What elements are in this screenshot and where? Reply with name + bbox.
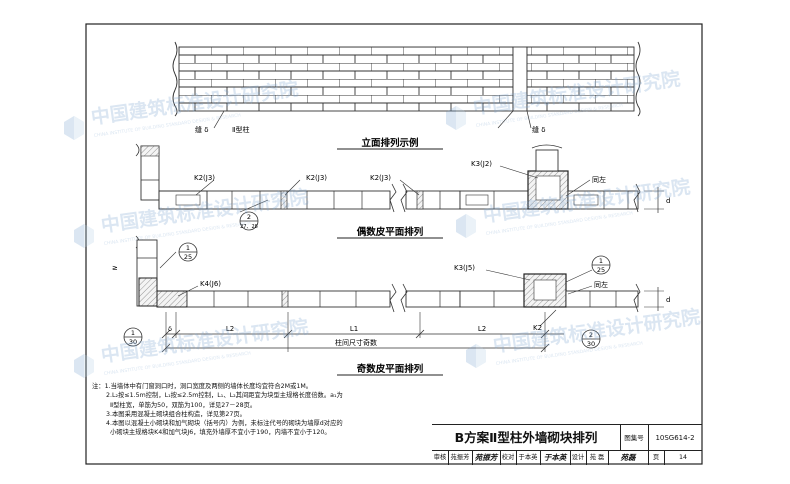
- reviewer-name: 苑振芳: [448, 451, 473, 465]
- watermark-logo: [456, 214, 476, 238]
- designer-signature: 苑磊: [608, 451, 649, 465]
- label-joint: 缝 δ: [195, 125, 209, 134]
- label-same-left-odd: 同左: [594, 280, 608, 289]
- note-line: Ⅱ型柱宽，单筋为50，双筋为100，详见27－28页。: [110, 401, 257, 409]
- sheet-border: [85, 23, 703, 465]
- callout-even-top: 2: [247, 213, 251, 221]
- callout-even-bottom: 27、28: [240, 224, 258, 230]
- callout-odd2-top: 1: [599, 257, 603, 265]
- check-label: 校对: [500, 451, 517, 465]
- label-k2-odd: K2: [533, 324, 542, 332]
- note-line: 4.本图以混凝土小砌块和加气砌块（括号内）为例，未标注代号的砌块为墙厚d对应的: [106, 420, 343, 428]
- page-number: 14: [678, 454, 687, 461]
- watermark-logo: [64, 116, 84, 140]
- label-k2-c: K2(J3): [370, 174, 391, 182]
- callout-odd4-top: 2: [589, 331, 593, 339]
- callout-odd2-bottom: 25: [597, 266, 605, 274]
- label-k4-odd: K4(J6): [200, 280, 221, 288]
- dim-l2-right: L2: [478, 325, 486, 333]
- watermark-logo: [446, 106, 466, 130]
- label-same-left-even: 同左: [592, 175, 606, 184]
- note-line: 小砌块主规格块K4和加气块J6，填充外墙厚不宜小于190，内墙不宜小于120。: [110, 429, 331, 437]
- dim-l1: L1: [350, 325, 358, 333]
- label-joint-right: 缝 δ: [532, 125, 546, 134]
- watermark-logo: [466, 344, 486, 368]
- callout-odd1-top: 1: [186, 244, 190, 252]
- dim-delta: δ: [168, 325, 172, 333]
- title-block-row-signatures: 审核 苑振芳 苑振芳 校对 于本英 于本英 设计 苑 磊 苑磊 页 14: [432, 450, 702, 465]
- watermark-logo: [74, 224, 94, 248]
- dim-column-spacing: 柱间尺寸奇数: [335, 338, 377, 347]
- note-line: 2.L₂按≤1.5m控制，L₁按≤2.5m控制，L₁、L₂其间距宜为块型主规格长…: [106, 392, 343, 400]
- dim-d-even: d: [666, 197, 670, 205]
- dim-d-odd: d: [666, 296, 670, 304]
- title-odd-course: 奇数皮平面排列: [357, 363, 424, 375]
- label-k2-b: K2(J3): [306, 174, 327, 182]
- elevation-view: [172, 41, 641, 129]
- drawing-title: B方案Ⅱ型柱外墙砌块排列: [432, 425, 621, 451]
- note-line: 3.本图采用混凝土砌块组合柱构造，详见第27页。: [106, 410, 246, 418]
- page-label: 页: [648, 451, 665, 465]
- callout-odd3-top: 1: [131, 329, 135, 337]
- review-label: 审核: [432, 451, 449, 465]
- notes-block: 注：1.当墙体中有门窗洞口时，洞口宽度及两侧的墙体长度均宜符合2M或1M。 2.…: [92, 382, 432, 438]
- odd-course-plan: [123, 235, 664, 353]
- reviewer-signature: 苑振芳: [472, 451, 501, 465]
- label-k3-odd: K3(J5): [454, 264, 475, 272]
- note-line: 注：1.当墙体中有门窗洞口时，洞口宽度及两侧的墙体长度均宜符合2M或1M。: [92, 383, 313, 390]
- title-block-row-title: B方案Ⅱ型柱外墙砌块排列 图集号 10SG614-2: [432, 424, 702, 451]
- watermark-logo: [74, 354, 94, 378]
- callout-odd4-bottom: 30: [587, 340, 595, 348]
- checker-signature: 于本英: [540, 451, 571, 465]
- label-column-type: Ⅱ型柱: [232, 125, 249, 134]
- even-course-plan: [135, 143, 664, 231]
- label-k2-a: K2(J3): [194, 174, 215, 182]
- checker-name: 于本英: [516, 451, 541, 465]
- dim-l2-left: L2: [226, 325, 234, 333]
- designer-name: 苑 磊: [586, 451, 609, 465]
- title-even-course: 偶数皮平面排列: [357, 226, 424, 238]
- break-mark-odd: ≥: [112, 264, 118, 272]
- callout-odd1-bottom: 25: [184, 253, 192, 261]
- label-k3-even: K3(J2): [471, 160, 492, 168]
- design-label: 设计: [570, 451, 587, 465]
- watermark-layer: 中国建筑标准设计研究院 CHINA INSTITUTE OF BUILDING …: [64, 67, 702, 378]
- atlas-no: 10SG614-2: [655, 434, 695, 442]
- title-elevation: 立面排列示例: [361, 137, 418, 149]
- atlas-no-label: 图集号: [620, 425, 649, 451]
- title-block: B方案Ⅱ型柱外墙砌块排列 图集号 10SG614-2 审核 苑振芳 苑振芳 校对…: [432, 424, 702, 465]
- callout-odd3-bottom: 30: [129, 338, 137, 346]
